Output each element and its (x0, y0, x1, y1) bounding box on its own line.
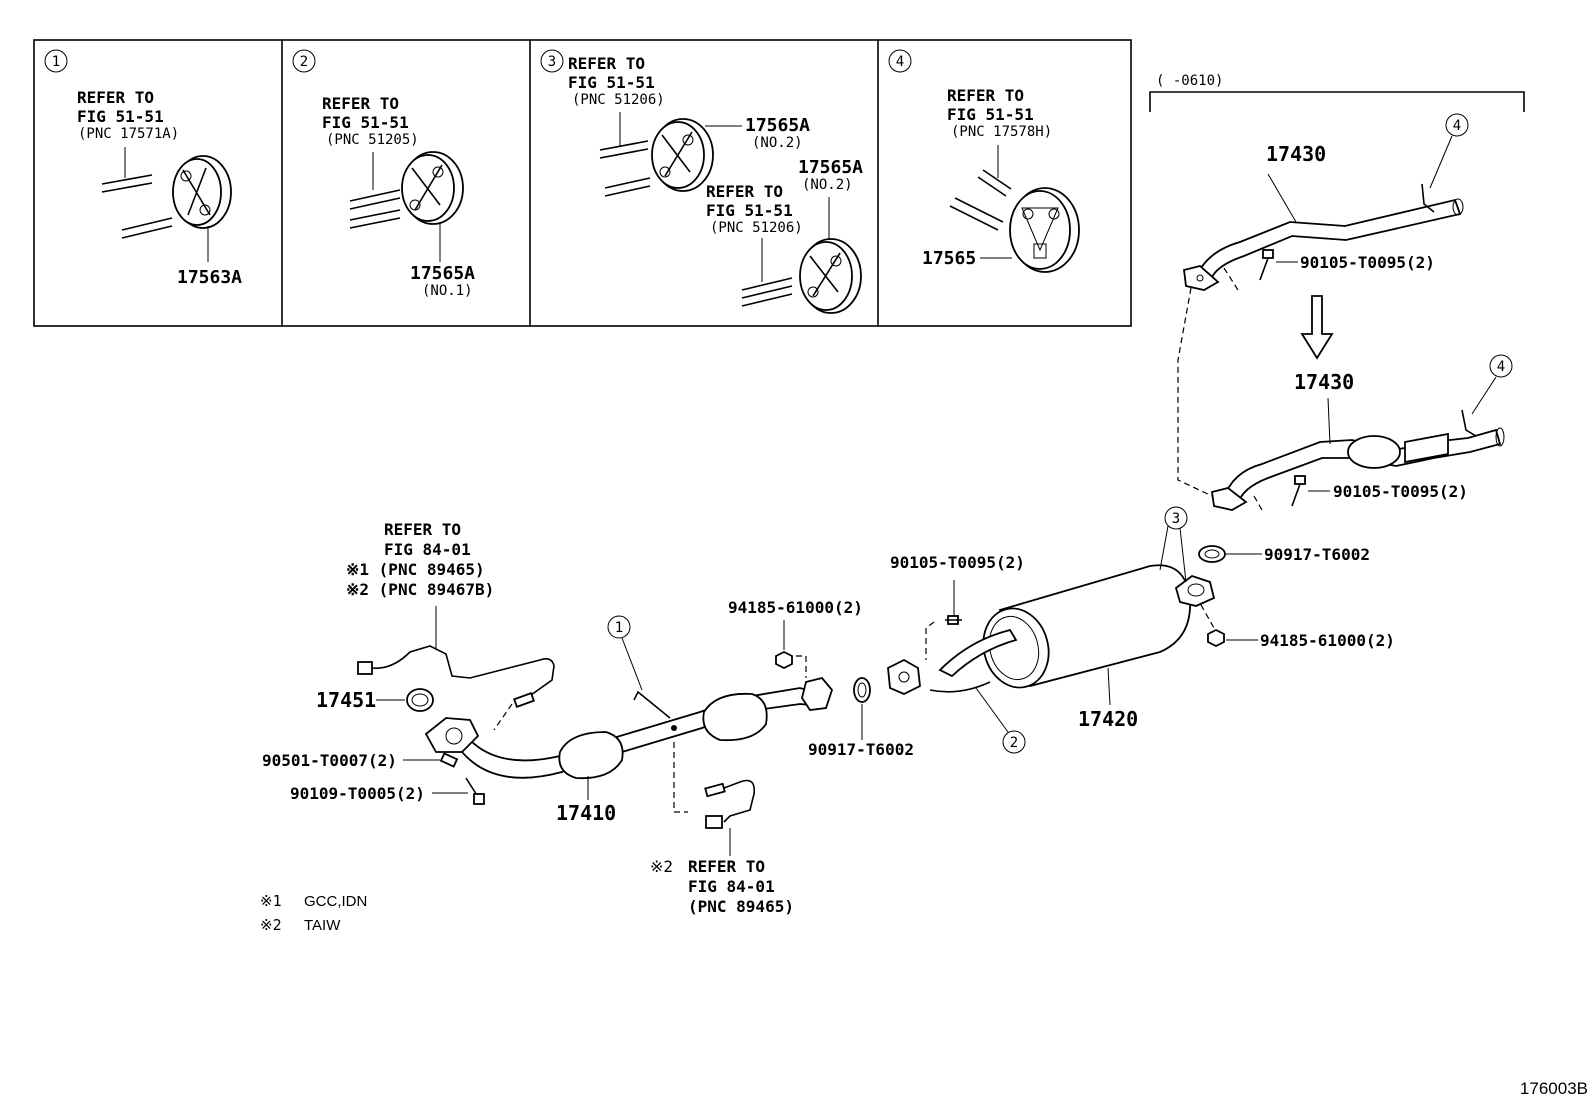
circle-4-top: 4 (1453, 118, 1461, 134)
gasket-17451-icon (406, 688, 434, 712)
circle-1: 1 (615, 620, 623, 636)
inset-3-pnc2: (PNC 51206) (710, 220, 803, 236)
inset-4-part-number: 17565 (922, 248, 976, 269)
bolt-top-icon (1259, 249, 1274, 281)
front-flange-icon (424, 717, 480, 753)
circle-2: 2 (1010, 735, 1018, 751)
muffler-17420 (929, 564, 1216, 693)
stud-icon (439, 752, 459, 768)
inset-1-rods (101, 147, 173, 239)
inset-2-refer-line-1: REFER TO (322, 94, 399, 113)
label-bolt-center: 90105-T0095(2) (890, 553, 1025, 572)
circle-4-bottom: 4 (1497, 359, 1505, 375)
inset-4-circle-number: 4 (896, 54, 904, 70)
inset-3-rods-upper (599, 112, 651, 197)
inset-1: 1 REFER TO FIG 51-51 (PNC 17571A) 17563A (44, 49, 242, 288)
bolt-mid-icon (1291, 475, 1306, 507)
gasket-center-icon (853, 677, 871, 703)
bolt-center-icon (945, 615, 962, 625)
inset-2-pnc: (PNC 51205) (326, 132, 419, 148)
tailpipe-17430-lower (1210, 397, 1505, 511)
arrow-down-icon (1300, 295, 1334, 360)
rubber-hanger-17565a-no1-icon (401, 151, 464, 225)
inset-3-pnc: (PNC 51206) (572, 92, 665, 108)
inset-4-rods (949, 145, 1012, 231)
flange-center-icon (887, 658, 921, 695)
label-17451: 17451 (316, 688, 376, 712)
oxygen-sensor-lower-icon (704, 779, 756, 856)
inset-panel (33, 39, 1132, 327)
inset-3: 3 REFER TO FIG 51-51 (PNC 51206) 17565A … (540, 49, 863, 314)
refer-sensor-line-1: REFER TO (384, 520, 461, 539)
label-stud: 90501-T0007(2) (262, 751, 397, 770)
inset-4-refer-line-1: REFER TO (947, 86, 1024, 105)
refer-sensor-line-4: ※2 (PNC 89467B) (346, 580, 494, 599)
inset-3-refer-line-2: FIG 51-51 (568, 73, 655, 92)
rubber-hanger-17563a-icon (172, 155, 232, 229)
refer-lower-mark: ※2 (650, 857, 673, 876)
inset-3-part2-note: (NO.2) (802, 177, 853, 193)
refer-sensor-line-2: FIG 84-01 (384, 540, 471, 559)
label-gasket-right: 90917-T6002 (1264, 545, 1370, 564)
inset-2: 2 REFER TO FIG 51-51 (PNC 51205) 17565A … (292, 49, 475, 299)
tailpipe-17430-upper (1183, 173, 1464, 291)
inset-2-part-number: 17565A (410, 263, 475, 284)
inset-4-refer-line-2: FIG 51-51 (947, 105, 1034, 124)
label-bolt-mid: 90105-T0095(2) (1333, 482, 1468, 501)
inset-1-refer-line-1: REFER TO (77, 88, 154, 107)
circle-3: 3 (1172, 511, 1180, 527)
inset-2-refer-line-2: FIG 51-51 (322, 113, 409, 132)
inset-3-circle-number: 3 (548, 54, 556, 70)
front-pipe-17410 (460, 676, 834, 780)
inset-1-part-number: 17563A (177, 267, 242, 288)
inset-2-rods (349, 152, 401, 229)
inset-2-part-note: (NO.1) (422, 283, 473, 299)
label-bolt-left: 90109-T0005(2) (290, 784, 425, 803)
refer-lower-line-2: FIG 84-01 (688, 877, 775, 896)
label-17420: 17420 (1078, 707, 1138, 731)
inset-1-refer-line-2: FIG 51-51 (77, 107, 164, 126)
bolt-left-icon (465, 777, 485, 805)
date-range-label: ( -0610) (1156, 73, 1223, 89)
label-gasket-center: 90917-T6002 (808, 740, 914, 759)
oxygen-sensor-upper-icon (357, 606, 555, 708)
refer-sensor-line-3: ※1 (PNC 89465) (346, 560, 485, 579)
inset-3-rods-lower (741, 238, 793, 307)
inset-1-circle-number: 1 (52, 54, 60, 70)
note-1-text: GCC,IDN (304, 893, 367, 910)
inset-3-part-number: 17565A (745, 115, 810, 136)
nut-center-icon (775, 650, 793, 670)
inset-3-refer2-line-2: FIG 51-51 (706, 201, 793, 220)
note-2-text: TAIW (304, 917, 341, 934)
inset-3-refer-line-1: REFER TO (568, 54, 645, 73)
note-1-mark: ※1 (260, 892, 282, 910)
diagram-id: 176003B (1520, 1079, 1588, 1098)
rubber-hanger-17565a-no2-lower-icon (799, 238, 862, 314)
inset-3-refer2-line-1: REFER TO (706, 182, 783, 201)
label-bolt-top: 90105-T0095(2) (1300, 253, 1435, 272)
nut-right-icon (1207, 628, 1225, 648)
label-nut-right: 94185-61000(2) (1260, 631, 1395, 650)
rubber-hanger-17565a-no2-upper-icon (651, 118, 714, 192)
label-17430-top: 17430 (1266, 142, 1326, 166)
inset-3-part-note: (NO.2) (752, 135, 803, 151)
refer-lower-line-3: (PNC 89465) (688, 897, 794, 916)
label-17410: 17410 (556, 801, 616, 825)
inset-3-part2-number: 17565A (798, 157, 863, 178)
gasket-right-icon (1198, 545, 1226, 563)
note-2-mark: ※2 (260, 916, 282, 934)
inset-4: 4 REFER TO FIG 51-51 (PNC 17578H) 17565 (888, 49, 1080, 273)
label-nut-center: 94185-61000(2) (728, 598, 863, 617)
label-17430-bottom: 17430 (1294, 370, 1354, 394)
refer-lower-line-1: REFER TO (688, 857, 765, 876)
range-bracket (1149, 91, 1525, 112)
rubber-hanger-17565-icon (1009, 187, 1080, 273)
inset-2-circle-number: 2 (300, 54, 308, 70)
inset-1-pnc: (PNC 17571A) (78, 126, 179, 142)
inset-4-pnc: (PNC 17578H) (951, 124, 1052, 140)
